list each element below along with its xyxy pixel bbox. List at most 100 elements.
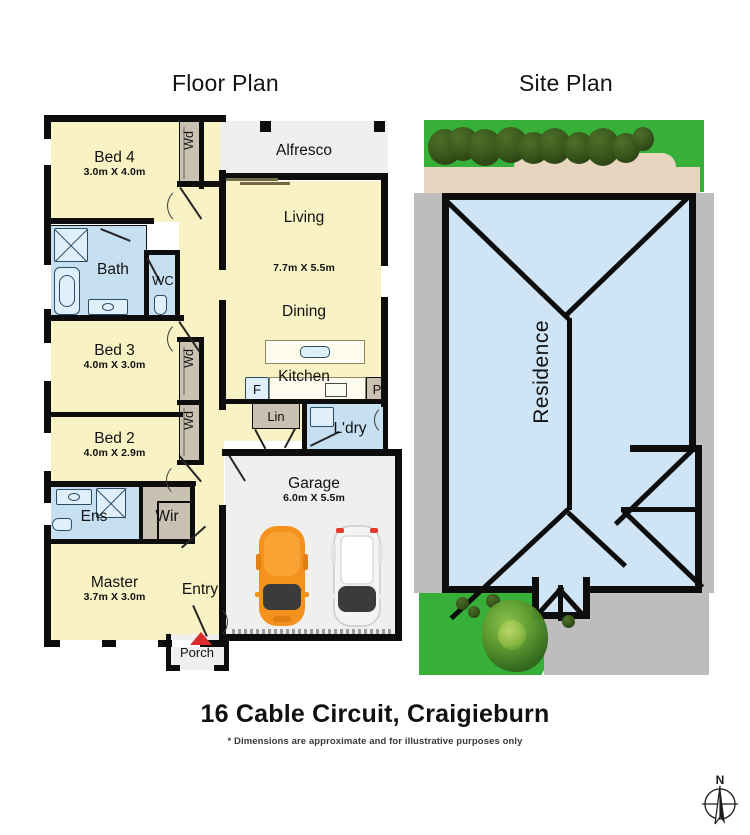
window-master-bottom2 bbox=[116, 640, 158, 647]
label-bath: Bath bbox=[97, 261, 129, 278]
label-ens: Ens bbox=[80, 508, 108, 525]
label-lin: Lin bbox=[267, 409, 285, 424]
wall-wir-bottom bbox=[140, 539, 195, 544]
wall-hall-right-mid bbox=[219, 300, 226, 410]
label-robe-bed4: Wd bbox=[182, 131, 196, 150]
wall-porch-left bbox=[166, 634, 171, 670]
wall-garage-right bbox=[395, 449, 402, 641]
wall-wir-right bbox=[190, 481, 195, 544]
wir-shelf-line bbox=[157, 501, 159, 542]
robe-bed2-slider bbox=[183, 408, 185, 456]
wc-toilet bbox=[154, 295, 167, 315]
garden-bush-highlight bbox=[498, 620, 526, 650]
window-living-right bbox=[381, 266, 388, 297]
wall-porch-right bbox=[224, 634, 229, 670]
wall-ens-bottom bbox=[44, 539, 144, 544]
compass-north-label: N bbox=[716, 773, 725, 787]
wall-porch-bottom-l bbox=[166, 665, 180, 671]
wall-hall-right-upper bbox=[219, 170, 226, 270]
door-swing-bed3 bbox=[167, 321, 203, 357]
kitchen-sink bbox=[300, 346, 330, 358]
label-bed3: Bed 3 4.0m X 3.0m bbox=[83, 342, 146, 371]
property-address: 16 Cable Circuit, Craigieburn bbox=[200, 700, 550, 728]
wall-robe-mid bbox=[177, 400, 204, 405]
residence-side-wing bbox=[630, 445, 702, 593]
window-bed2-left bbox=[44, 433, 51, 471]
wall-bath-bottom bbox=[44, 315, 184, 321]
site-driveway-left bbox=[414, 193, 446, 593]
kitchen-island bbox=[265, 340, 365, 364]
residence-label: Residence bbox=[530, 320, 553, 424]
wall-robe-bed2-right bbox=[199, 400, 204, 465]
bathtub-inner bbox=[59, 275, 75, 307]
garden-shrub-small bbox=[468, 606, 480, 618]
label-living: Living bbox=[283, 209, 325, 226]
wall-wc-right bbox=[175, 250, 180, 316]
porch-direction-marker bbox=[190, 632, 212, 645]
wall-wc-top bbox=[144, 250, 180, 255]
appliance-fridge bbox=[245, 377, 269, 403]
label-entry: Entry bbox=[181, 581, 219, 598]
garage-door-opening bbox=[232, 629, 392, 634]
wall-garage-top bbox=[222, 449, 402, 456]
wall-exterior-top-left bbox=[44, 115, 226, 122]
floor-plan-heading: Floor Plan bbox=[172, 70, 279, 96]
car-white bbox=[330, 524, 384, 628]
label-dining: Dining bbox=[282, 303, 326, 320]
robe-bed4-slider bbox=[183, 127, 185, 179]
wall-bed4-bottom bbox=[44, 218, 154, 224]
compass-rose-icon: N bbox=[695, 772, 745, 830]
window-master-bottom bbox=[60, 640, 102, 647]
wall-hall-right-lower bbox=[219, 505, 226, 647]
label-living-dimensions: 7.7m X 5.5m bbox=[273, 262, 335, 274]
wall-exterior-right-living2 bbox=[381, 297, 388, 407]
alfresco-post-left bbox=[260, 121, 271, 132]
alfresco-post-right bbox=[374, 121, 385, 132]
room-alfresco bbox=[220, 121, 388, 179]
ens-toilet bbox=[52, 518, 72, 531]
door-swing-bed4 bbox=[167, 187, 205, 225]
kitchen-cooktop bbox=[325, 383, 347, 397]
ridge-wing-horizontal bbox=[621, 507, 699, 512]
label-fridge: F bbox=[253, 382, 261, 397]
wall-robe-bed3-right bbox=[199, 337, 204, 405]
garden-shrub-small bbox=[456, 597, 469, 610]
robe-bed3-slider bbox=[183, 347, 185, 395]
label-kitchen: Kitchen bbox=[278, 368, 330, 385]
window-bed4-left bbox=[44, 139, 51, 165]
ridge-porch-center bbox=[558, 585, 563, 621]
label-wir: Wir bbox=[155, 508, 179, 525]
room-bed4 bbox=[50, 121, 179, 222]
wall-kitchen-bottom bbox=[226, 399, 388, 404]
label-robe-bed2: Wd bbox=[182, 411, 196, 430]
ridge-center-vertical bbox=[567, 318, 572, 510]
wall-ldry-left bbox=[302, 403, 306, 454]
wall-bath-right bbox=[144, 250, 149, 316]
label-porch: Porch bbox=[180, 645, 214, 660]
window-bed3-left bbox=[44, 343, 51, 381]
sliding-door-line2 bbox=[240, 182, 290, 185]
window-bath-left bbox=[44, 265, 51, 309]
wall-exterior-left bbox=[44, 115, 51, 647]
label-pantry: P bbox=[372, 382, 382, 397]
site-plan-heading: Site Plan bbox=[519, 70, 613, 96]
label-wc: WC bbox=[152, 273, 174, 288]
label-alfresco: Alfresco bbox=[276, 142, 332, 159]
wall-exterior-right-living bbox=[381, 173, 388, 266]
label-master: Master 3.7m X 3.0m bbox=[83, 574, 146, 603]
label-ldry: L'dry bbox=[333, 420, 367, 437]
laundry-trough bbox=[310, 407, 334, 427]
wir-shelf-line-top bbox=[157, 501, 192, 503]
room-bed3 bbox=[50, 320, 179, 416]
label-bed2: Bed 2 4.0m X 2.9m bbox=[83, 430, 146, 459]
disclaimer-text: * Dimensions are approximate and for ill… bbox=[227, 736, 523, 747]
window-master-bottom3 bbox=[172, 640, 200, 647]
label-garage: Garage 6.0m X 5.5m bbox=[283, 475, 345, 504]
wall-garage-bottom bbox=[222, 634, 402, 641]
wall-alfresco-living bbox=[226, 173, 388, 180]
label-bed4: Bed 4 3.0m X 4.0m bbox=[83, 149, 146, 178]
wall-bed3-bed2 bbox=[44, 412, 184, 417]
garden-shrub-small bbox=[562, 615, 575, 628]
wall-ens-right bbox=[139, 486, 143, 539]
wall-bed2-bottom bbox=[44, 481, 196, 486]
